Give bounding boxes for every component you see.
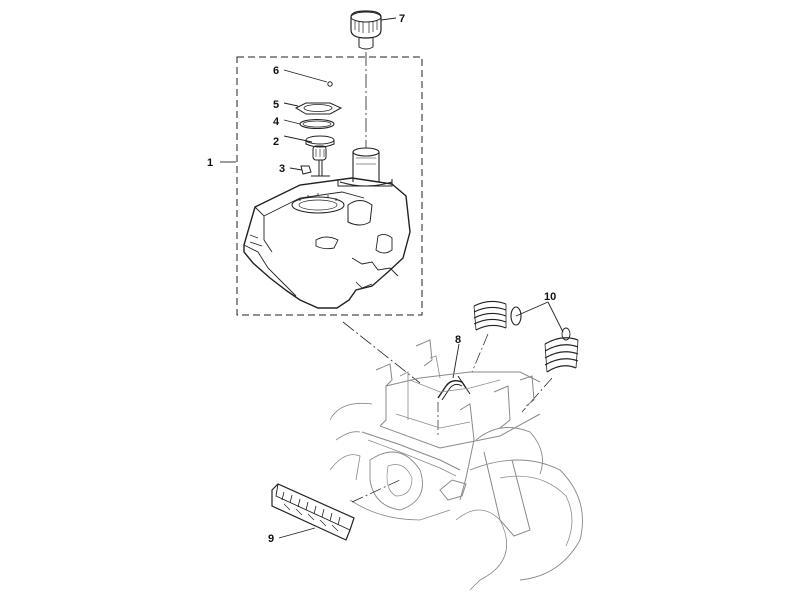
hose-clamp-part xyxy=(437,375,471,401)
vehicle-frame xyxy=(329,339,583,591)
foam-strip-part xyxy=(271,483,355,541)
sender-clip-part xyxy=(300,165,312,175)
callout-10: 10 xyxy=(544,291,556,303)
spring-centerline-b xyxy=(521,377,553,413)
leader-lines xyxy=(220,17,564,539)
screw-part xyxy=(327,81,333,87)
callout-2: 2 xyxy=(273,136,279,148)
callout-7: 7 xyxy=(399,13,405,25)
gasket-ring-part xyxy=(299,118,335,130)
fuel-tank-body xyxy=(243,177,411,309)
callout-1: 1 xyxy=(207,157,213,169)
callout-8: 8 xyxy=(455,334,461,346)
tank-to-frame-centerline xyxy=(342,321,421,384)
callout-4: 4 xyxy=(273,116,280,128)
filler-neck xyxy=(339,147,393,187)
coil-springs-part xyxy=(473,300,579,373)
sender-unit-part xyxy=(305,135,335,177)
spring-centerline-a xyxy=(471,333,489,373)
callout-6: 6 xyxy=(273,65,279,77)
foam-centerline xyxy=(351,479,401,503)
callout-9: 9 xyxy=(268,533,274,545)
tank-assembly-boundary xyxy=(236,56,423,316)
filler-cap-part xyxy=(350,10,382,50)
callout-5: 5 xyxy=(273,99,279,111)
callout-3: 3 xyxy=(279,163,285,175)
mounting-plate-part xyxy=(294,102,343,115)
